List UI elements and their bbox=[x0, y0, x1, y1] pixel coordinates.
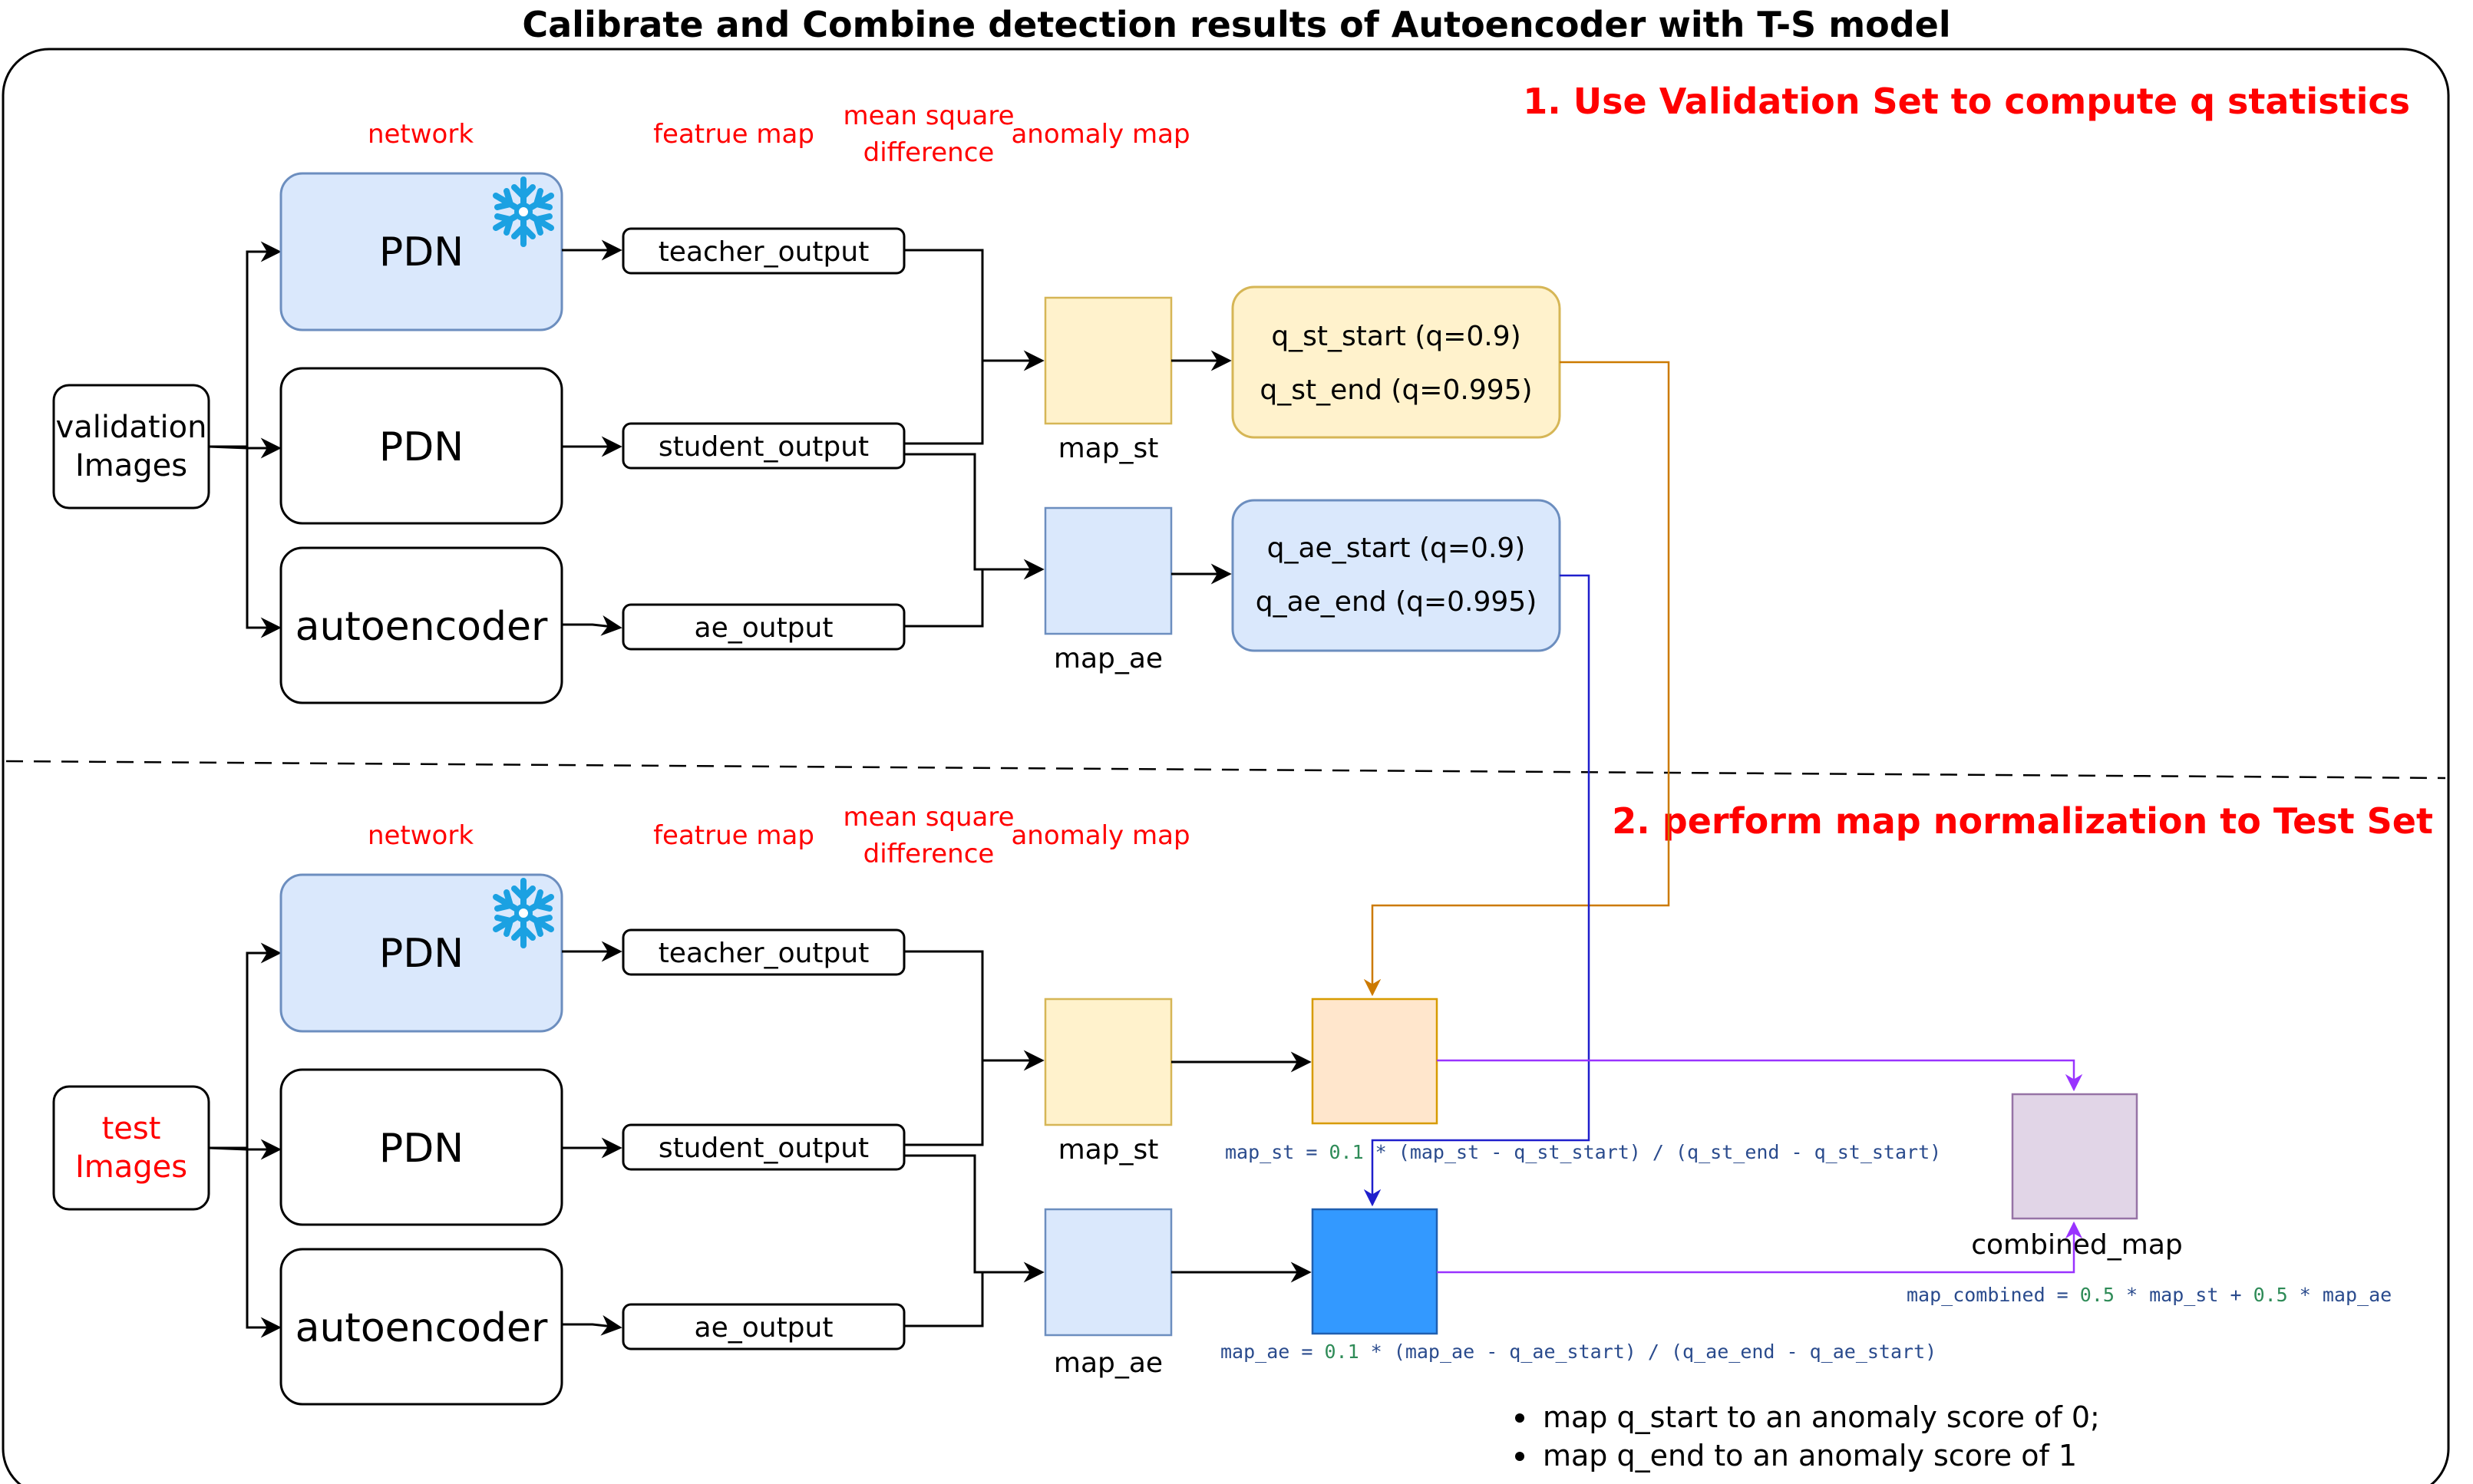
formula-map-st: map_st = 0.1 * (map_st - q_st_start) / (… bbox=[1225, 1141, 1941, 1163]
column-headers-test: network featrue map mean square differen… bbox=[368, 802, 1190, 869]
formula-map-ae: map_ae = 0.1 * (map_ae - q_ae_start) / (… bbox=[1220, 1341, 1936, 1363]
test-teacher-pdn-label: PDN bbox=[379, 931, 464, 977]
test-images-line2: Images bbox=[75, 1149, 187, 1185]
normalized-map-st bbox=[1311, 998, 1438, 1125]
st-to-combined-connector bbox=[1437, 1059, 2083, 1092]
test-student-output bbox=[622, 1123, 906, 1171]
validation-merge-lines bbox=[904, 249, 1045, 628]
formula-combined: map_combined = 0.5 * map_st + 0.5 * map_… bbox=[1907, 1284, 2392, 1306]
test-images-line1: test bbox=[102, 1111, 161, 1146]
header-msd-line1: mean square bbox=[843, 101, 1014, 131]
test-map-ae bbox=[1044, 1208, 1173, 1337]
validation-student-output bbox=[622, 422, 906, 470]
header-msd-line1: mean square bbox=[843, 802, 1014, 833]
validation-ae-output-label: ae_output bbox=[695, 612, 834, 644]
q-ae-end-label: q_ae_end (q=0.995) bbox=[1256, 586, 1537, 618]
section-separator bbox=[5, 760, 2446, 780]
diagram-title: Calibrate and Combine detection results … bbox=[522, 4, 1950, 45]
test-net-to-output-arrows bbox=[562, 941, 622, 1336]
header-anomaly-map: anomaly map bbox=[1011, 119, 1190, 150]
validation-student-output-label: student_output bbox=[659, 431, 869, 463]
header-feature-map: featrue map bbox=[653, 820, 814, 851]
validation-images-box bbox=[52, 384, 210, 510]
combined-map-label: combined_map bbox=[1971, 1229, 2183, 1261]
note-item: map q_start to an anomaly score of 0; bbox=[1543, 1400, 2100, 1434]
validation-map-st bbox=[1044, 296, 1173, 425]
test-fanout-arrows bbox=[208, 942, 282, 1338]
step1-label: 1. Use Validation Set to compute q stati… bbox=[1523, 81, 2410, 122]
test-autoencoder bbox=[279, 1248, 563, 1406]
validation-net-to-output-arrows bbox=[562, 239, 622, 636]
header-anomaly-map: anomaly map bbox=[1011, 820, 1190, 851]
test-student-output-label: student_output bbox=[659, 1133, 869, 1164]
combined-map bbox=[2011, 1093, 2138, 1220]
validation-teacher-output-label: teacher_output bbox=[659, 236, 870, 268]
q-st-box bbox=[1231, 285, 1561, 439]
test-teacher-pdn bbox=[279, 873, 563, 1033]
header-msd-line2: difference bbox=[863, 137, 995, 168]
test-ae-output-label: ae_output bbox=[695, 1312, 834, 1344]
validation-teacher-pdn bbox=[279, 172, 563, 331]
validation-map-st-label: map_st bbox=[1058, 433, 1159, 464]
test-student-pdn-label: PDN bbox=[379, 1126, 464, 1172]
column-headers-validation: network featrue map mean square differen… bbox=[368, 101, 1190, 168]
test-images-box bbox=[52, 1085, 210, 1211]
q-st-start-label: q_st_start (q=0.9) bbox=[1271, 321, 1520, 352]
validation-map-ae-label: map_ae bbox=[1054, 643, 1163, 674]
test-map-st bbox=[1044, 998, 1173, 1126]
validation-teacher-pdn-label: PDN bbox=[379, 229, 464, 275]
q-ae-connector bbox=[1363, 574, 1590, 1207]
notes-list: map q_start to an anomaly score of 0; ma… bbox=[1515, 1400, 2100, 1472]
bullet bbox=[1515, 1452, 1524, 1461]
validation-autoencoder-label: autoencoder bbox=[296, 604, 548, 650]
validation-images-line2: Images bbox=[75, 448, 187, 483]
header-network: network bbox=[368, 119, 474, 150]
ae-to-combined-connector bbox=[1437, 1221, 2083, 1274]
note-item: map q_end to an anomaly score of 1 bbox=[1543, 1439, 2077, 1472]
bullet bbox=[1515, 1413, 1524, 1423]
test-autoencoder-label: autoencoder bbox=[296, 1305, 548, 1351]
validation-map-ae bbox=[1044, 506, 1173, 635]
header-msd-line2: difference bbox=[863, 839, 995, 869]
q-ae-box bbox=[1231, 499, 1561, 652]
header-network: network bbox=[368, 820, 474, 851]
q-ae-start-label: q_ae_start (q=0.9) bbox=[1267, 533, 1526, 564]
header-feature-map: featrue map bbox=[653, 119, 814, 150]
validation-map-to-quantile-arrows bbox=[1171, 350, 1232, 585]
q-st-connector bbox=[1363, 361, 1670, 997]
test-map-ae-label: map_ae bbox=[1054, 1347, 1163, 1379]
test-teacher-output-label: teacher_output bbox=[659, 938, 870, 969]
test-merge-lines bbox=[904, 950, 1045, 1327]
q-st-end-label: q_st_end (q=0.995) bbox=[1260, 374, 1532, 406]
test-map-to-normalized-arrows bbox=[1171, 1051, 1312, 1283]
test-map-st-label: map_st bbox=[1058, 1134, 1159, 1166]
validation-student-pdn-label: PDN bbox=[379, 424, 464, 470]
validation-images-line1: validation bbox=[56, 410, 207, 445]
normalized-map-ae bbox=[1311, 1208, 1438, 1335]
validation-fanout-arrows bbox=[208, 241, 282, 638]
outer-frame bbox=[2, 48, 2450, 1484]
step2-label: 2. perform map normalization to Test Set bbox=[1612, 800, 2433, 842]
